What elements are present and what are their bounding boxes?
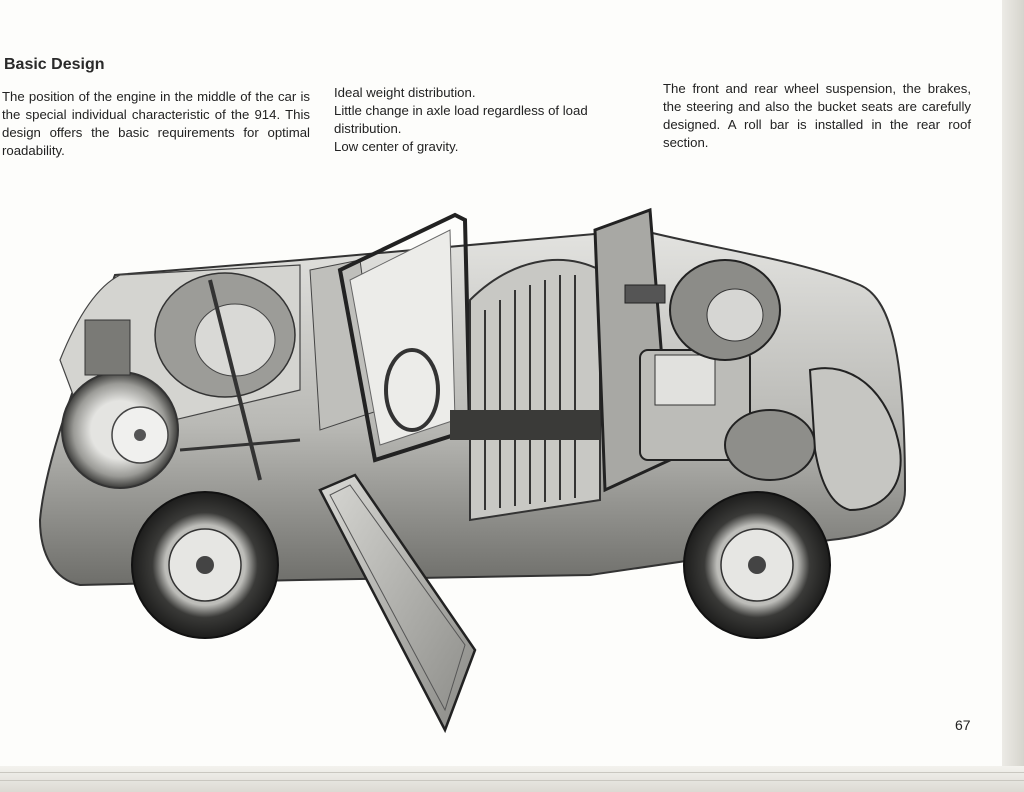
paragraph-suspension: The front and rear wheel suspension, the…: [663, 81, 971, 150]
mid-engine: [624, 259, 902, 512]
center-of-gravity-line: Low center of gravity.: [334, 139, 459, 154]
text-column-middle: Ideal weight distribution. Little change…: [334, 84, 644, 156]
car-cutaway-illustration: [38, 207, 907, 734]
page-number: 67: [955, 717, 971, 733]
page-edge-bottom: [0, 766, 1024, 792]
bucket-seats: [450, 259, 601, 522]
section-heading: Basic Design: [4, 56, 105, 73]
text-column-right: The front and rear wheel suspension, the…: [663, 80, 971, 152]
page-edge-right: [1002, 0, 1024, 792]
open-door: [318, 473, 477, 734]
axle-load-line: Little change in axle load regardless of…: [334, 103, 588, 136]
windshield-frame: [337, 212, 473, 463]
text-column-left: The position of the engine in the middle…: [2, 88, 310, 160]
paragraph-engine-position: The position of the engine in the middle…: [2, 89, 310, 158]
rear-wheel: [683, 491, 831, 639]
front-wheel: [131, 491, 279, 639]
weight-distribution-line: Ideal weight distribution.: [334, 85, 476, 100]
front-trunk: [61, 272, 301, 489]
